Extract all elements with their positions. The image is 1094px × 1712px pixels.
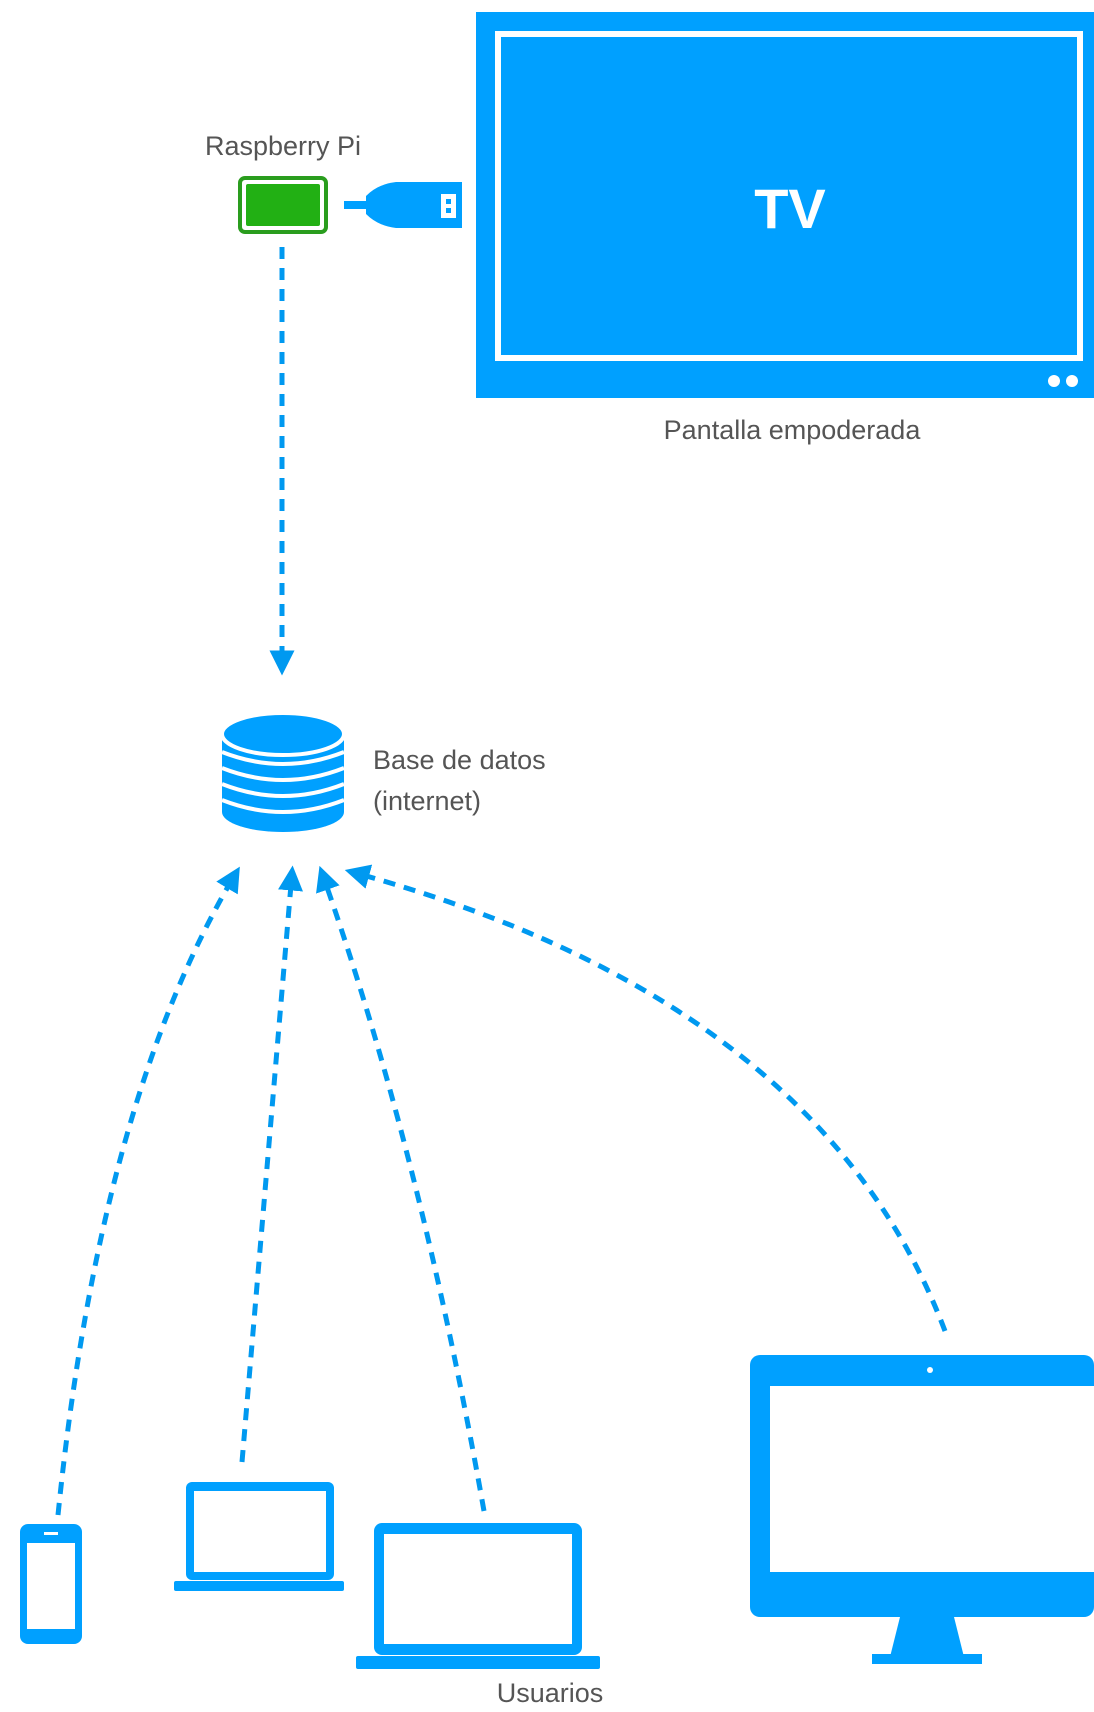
hdmi-plug-icon xyxy=(344,182,462,228)
link-laptop-small-to-database xyxy=(239,865,303,1463)
tv-icon xyxy=(476,12,1094,398)
link-phone-to-database xyxy=(55,866,240,1516)
raspberry-pi-label: Raspberry Pi xyxy=(205,131,361,161)
database-label-line2: (internet) xyxy=(373,786,481,816)
link-laptop-large-to-database xyxy=(316,865,487,1512)
link-monitor-to-database xyxy=(344,864,948,1332)
laptop-icon xyxy=(174,1482,344,1591)
screen-label: Pantalla empoderada xyxy=(664,415,922,445)
tv-label: TV xyxy=(754,177,826,240)
users-label: Usuarios xyxy=(497,1678,604,1708)
database-label-line1: Base de datos xyxy=(373,745,546,775)
database-icon xyxy=(220,711,346,832)
desktop-monitor-icon xyxy=(750,1355,1094,1664)
laptop-icon xyxy=(356,1523,600,1669)
raspberry-pi-icon xyxy=(238,176,328,234)
phone-icon xyxy=(20,1524,82,1644)
